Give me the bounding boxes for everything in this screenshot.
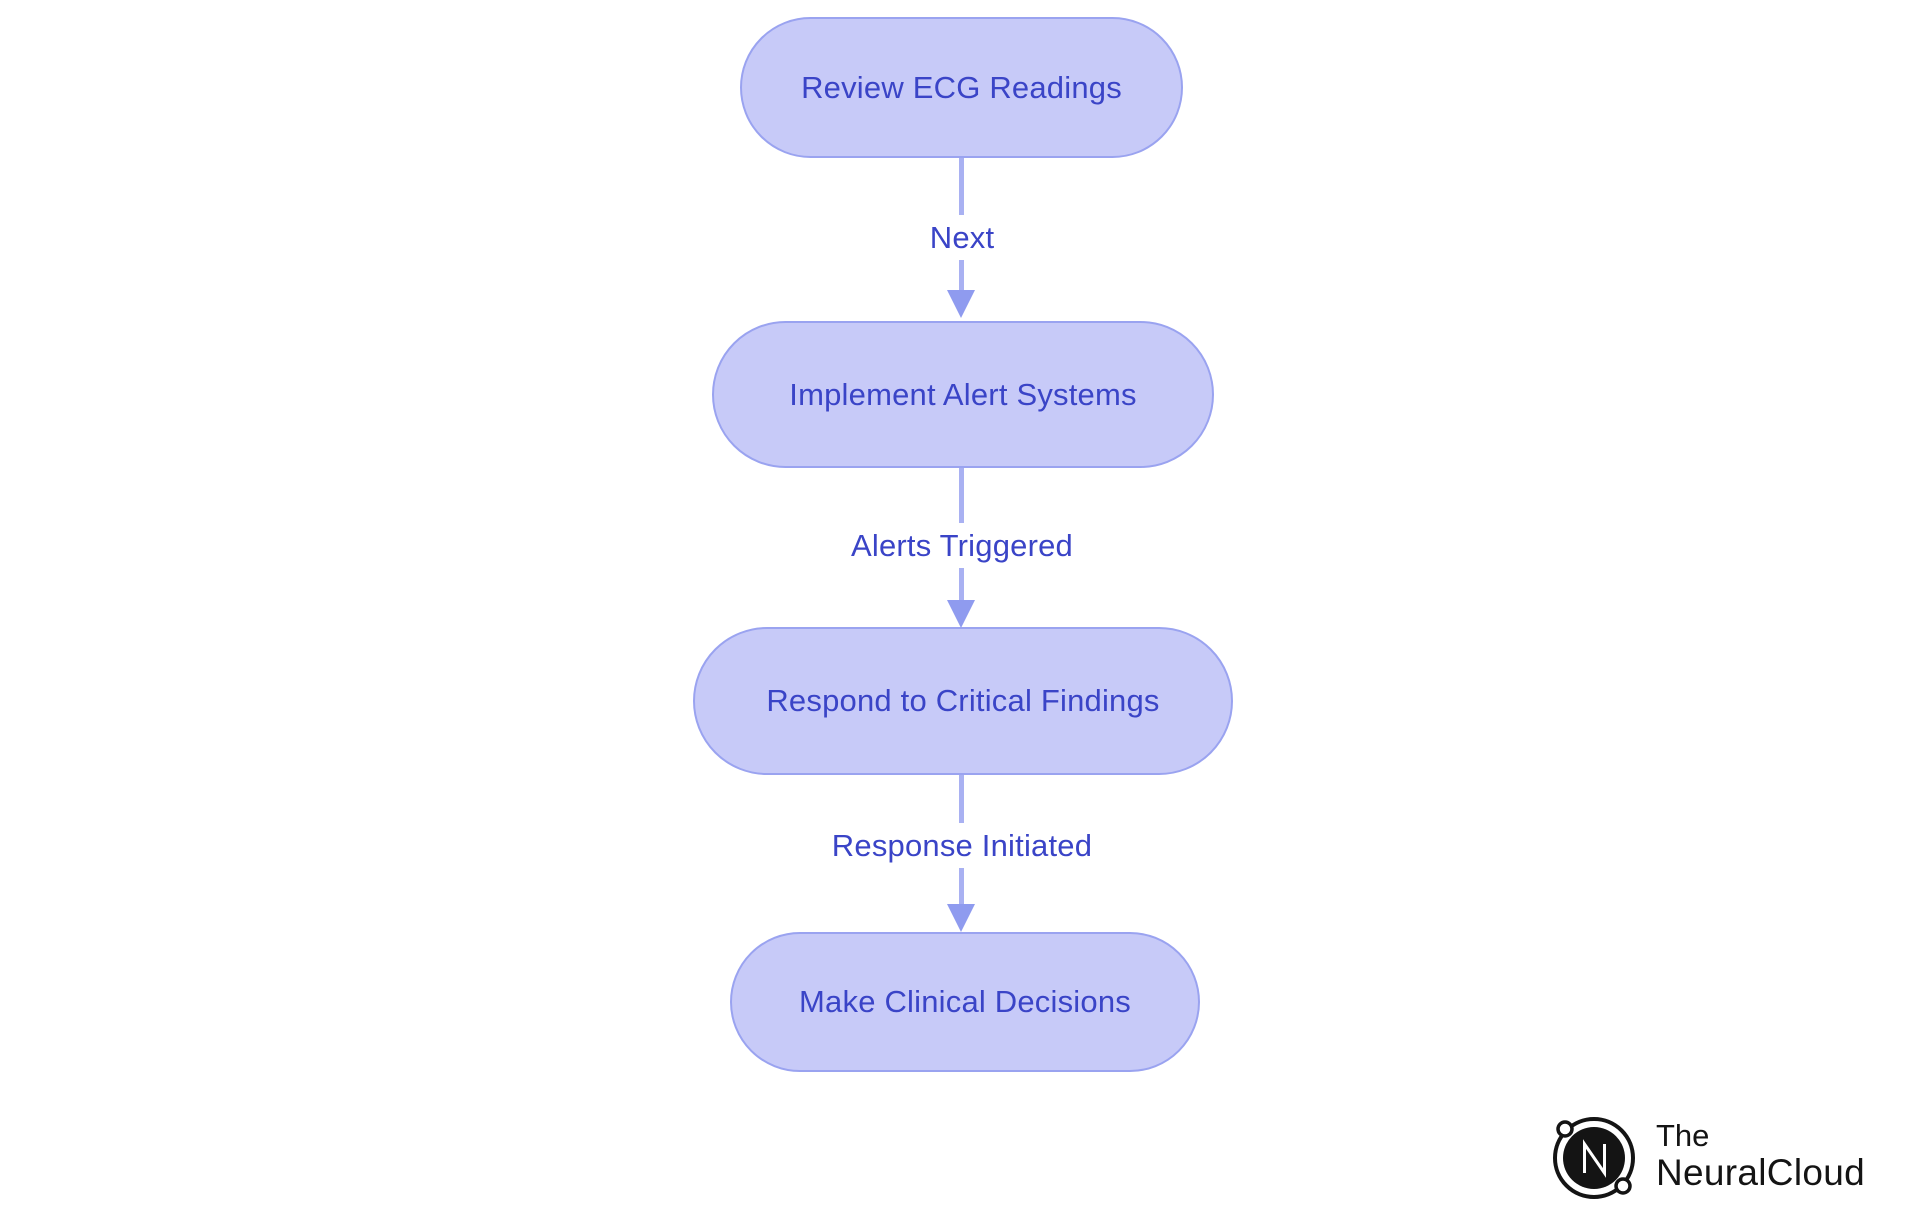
- n-monogram: [1583, 1139, 1606, 1178]
- node-label: Make Clinical Decisions: [799, 984, 1131, 1019]
- edge-label-response-initiated: Response Initiated: [817, 823, 1107, 868]
- node-label: Implement Alert Systems: [789, 376, 1137, 412]
- arrowhead-down-icon: [947, 904, 975, 932]
- node-label: Review ECG Readings: [801, 69, 1122, 105]
- node-respond-to-critical-findings: Respond to Critical Findings: [693, 627, 1233, 775]
- arrowhead-down-icon: [947, 600, 975, 628]
- brand-line-neuralcloud: NeuralCloud: [1656, 1152, 1865, 1193]
- brand-text: The NeuralCloud: [1656, 1118, 1865, 1192]
- neuralcloud-logo: The NeuralCloud: [1546, 1110, 1865, 1206]
- node-review-ecg-readings: Review ECG Readings: [740, 17, 1183, 158]
- brand-line-the: The: [1656, 1118, 1710, 1153]
- satellite-dot: [1556, 1120, 1574, 1138]
- node-make-clinical-decisions: Make Clinical Decisions: [730, 932, 1200, 1072]
- orbit-ring: [1553, 1117, 1635, 1199]
- node-label: Respond to Critical Findings: [766, 683, 1160, 718]
- arrowhead-down-icon: [947, 290, 975, 318]
- edge-label-next: Next: [915, 215, 1009, 260]
- node-implement-alert-systems: Implement Alert Systems: [712, 321, 1214, 468]
- edge-label-alerts-triggered: Alerts Triggered: [836, 523, 1088, 568]
- neuralcloud-orbit-n-icon: [1553, 1117, 1635, 1199]
- satellite-dot: [1614, 1177, 1632, 1195]
